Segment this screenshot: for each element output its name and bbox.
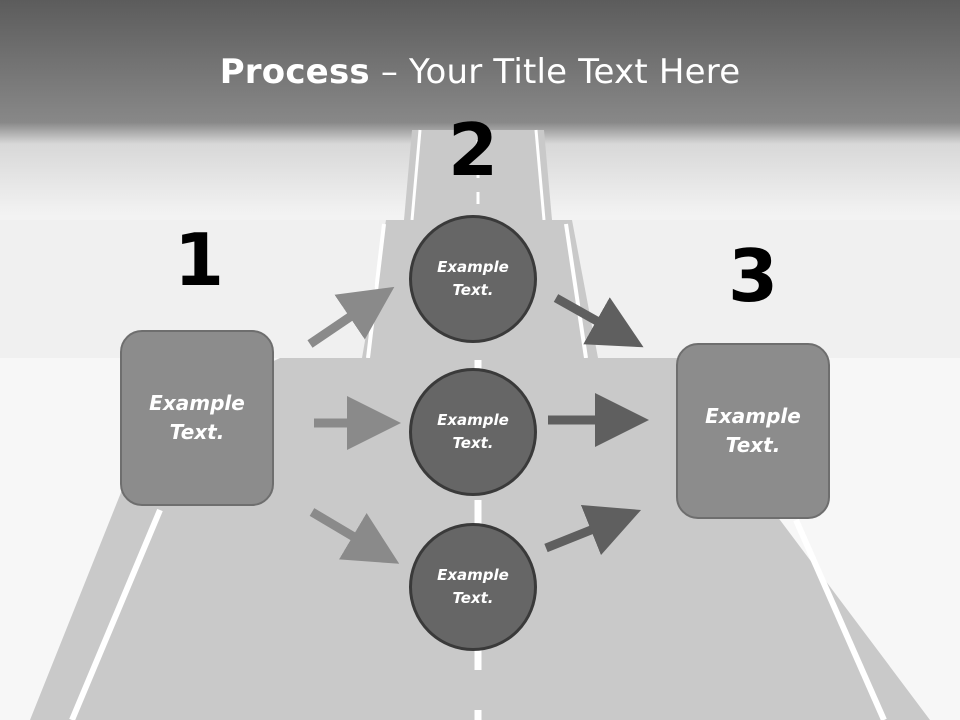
- step-3-text: Example Text.: [705, 404, 801, 457]
- step-2-node-top: Example Text.: [409, 215, 537, 343]
- step-1-text: Example Text.: [149, 391, 245, 444]
- step-2-node-bottom-text: Example Text.: [437, 566, 509, 607]
- step-3-box: Example Text.: [676, 343, 830, 519]
- step-2-node-middle: Example Text.: [409, 368, 537, 496]
- arrow-2a-to-3: [553, 294, 644, 348]
- arrow-1-to-2c: [309, 508, 400, 564]
- step-number-1: 1: [173, 218, 225, 302]
- arrow-2c-to-3: [544, 504, 642, 556]
- step-2-node-bottom: Example Text.: [409, 523, 537, 651]
- step-number-3: 3: [727, 234, 779, 318]
- step-number-2: 2: [447, 108, 499, 192]
- step-1-box: Example Text.: [120, 330, 274, 506]
- title-bold: Process: [219, 52, 370, 92]
- title-rest: – Your Title Text Here: [369, 52, 741, 92]
- arrow-1-to-2a: [307, 286, 395, 348]
- step-2-node-middle-text: Example Text.: [437, 411, 509, 452]
- step-2-node-top-text: Example Text.: [437, 258, 509, 299]
- slide-title: Process – Your Title Text Here: [0, 52, 960, 92]
